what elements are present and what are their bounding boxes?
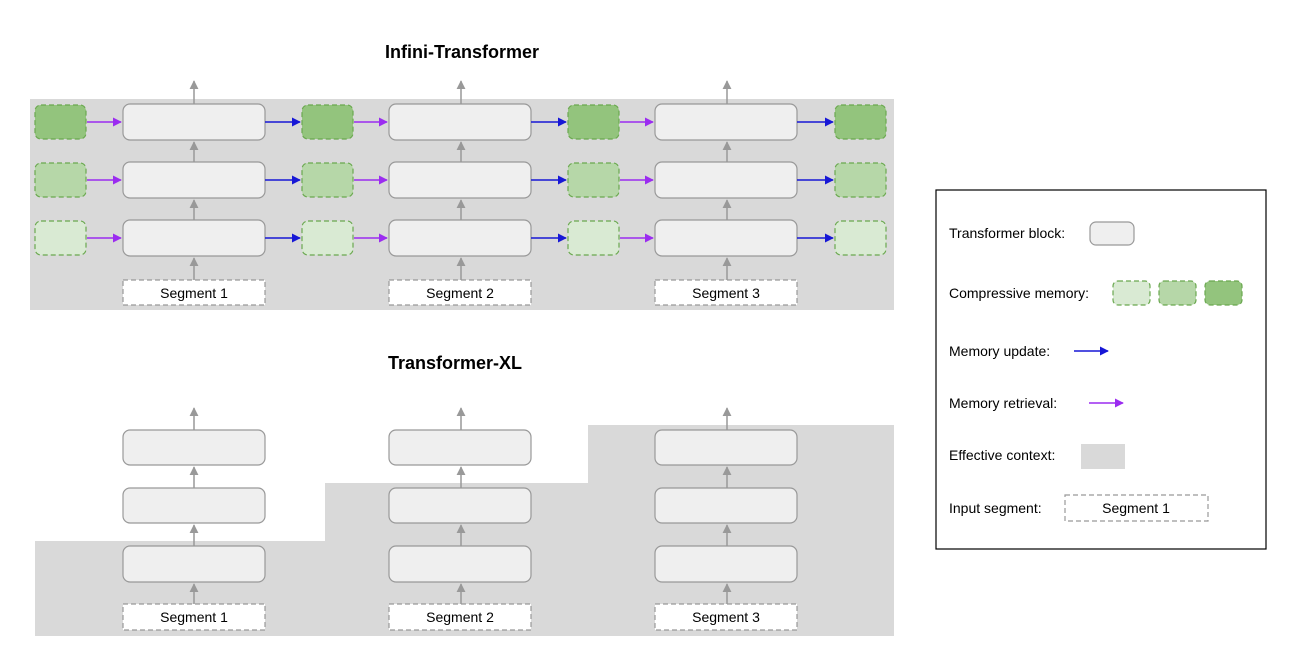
transformer-block <box>122 219 266 257</box>
transformer-block <box>388 161 532 199</box>
transformer-block <box>654 429 798 466</box>
legend: Transformer block: Compressive memory: M… <box>935 189 1267 550</box>
transformer-block <box>654 161 798 199</box>
compressive-memory-dark <box>834 104 887 140</box>
legend-box <box>935 189 1267 550</box>
legend-swatch-input-segment <box>1064 494 1209 522</box>
compressive-memory-mid <box>301 162 354 198</box>
transformer-block <box>388 545 532 583</box>
legend-swatch-effective-context <box>1081 444 1125 469</box>
infini-transformer-title: Infini-Transformer <box>385 42 539 62</box>
compressive-memory-mid <box>834 162 887 198</box>
legend-label-memory-retrieval: Memory retrieval: <box>949 395 1057 411</box>
transformer-block <box>388 219 532 257</box>
transformer-block <box>654 103 798 141</box>
transformer-block <box>654 545 798 583</box>
transformer-xl-title: Transformer-XL <box>388 353 522 373</box>
legend-swatch-memory-mid <box>1158 280 1197 306</box>
input-segment <box>654 279 798 306</box>
compressive-memory-dark <box>301 104 354 140</box>
input-segment-label: Segment 3 <box>692 285 760 301</box>
legend-input-segment-sample: Segment 1 <box>1102 500 1170 516</box>
input-segment <box>654 603 798 631</box>
legend-swatch-transformer-block <box>1089 221 1135 246</box>
compressive-memory-light <box>834 220 887 256</box>
input-segment <box>388 603 532 631</box>
input-segment-label: Segment 2 <box>426 285 494 301</box>
legend-label-compressive-memory: Compressive memory: <box>949 285 1089 301</box>
compressive-memory-light <box>567 220 620 256</box>
transformer-block <box>388 429 532 466</box>
input-segment-label: Segment 1 <box>160 609 228 625</box>
input-segment-label: Segment 1 <box>160 285 228 301</box>
legend-label-transformer-block: Transformer block: <box>949 225 1065 241</box>
compressive-memory-light <box>34 220 87 256</box>
transformer-block <box>654 487 798 524</box>
legend-label-input-segment: Input segment: <box>949 500 1042 516</box>
input-segment <box>388 279 532 306</box>
transformer-xl-panel: Transformer-XL Segment 1 S <box>35 353 894 636</box>
input-segment-label: Segment 3 <box>692 609 760 625</box>
transformer-block <box>388 103 532 141</box>
transformer-block <box>122 161 266 199</box>
compressive-memory-light <box>301 220 354 256</box>
transformer-block <box>388 487 532 524</box>
input-segment <box>122 603 266 631</box>
compressive-memory-mid <box>34 162 87 198</box>
legend-label-memory-update: Memory update: <box>949 343 1050 359</box>
transformer-block <box>122 103 266 141</box>
transformer-block <box>122 429 266 466</box>
legend-swatch-memory-dark <box>1204 280 1243 306</box>
transformer-block <box>122 487 266 524</box>
compressive-memory-mid <box>567 162 620 198</box>
legend-swatch-memory-light <box>1112 280 1151 306</box>
compressive-memory-dark <box>567 104 620 140</box>
legend-label-effective-context: Effective context: <box>949 447 1055 463</box>
infini-transformer-panel: Infini-Transformer <box>30 42 894 310</box>
input-segment-label: Segment 2 <box>426 609 494 625</box>
input-segment <box>122 279 266 306</box>
transformer-block <box>122 545 266 583</box>
transformer-block <box>654 219 798 257</box>
compressive-memory-dark <box>34 104 87 140</box>
